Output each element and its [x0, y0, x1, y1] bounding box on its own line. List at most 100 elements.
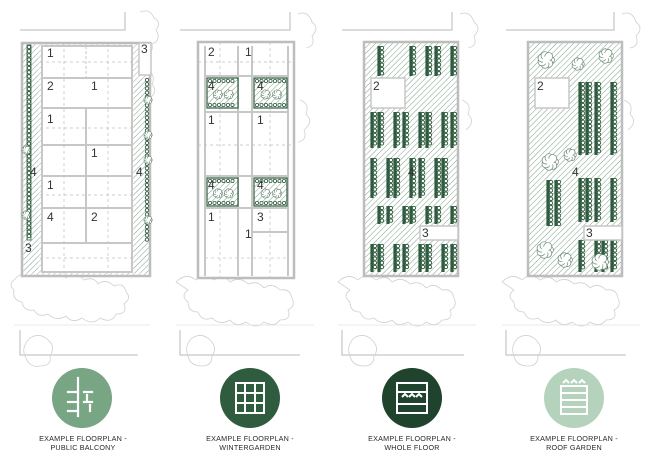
planting-row: [434, 206, 438, 224]
plant-mark: [452, 66, 458, 72]
plant-mark: [277, 178, 282, 183]
plant-mark: [26, 116, 32, 121]
plant-mark: [427, 210, 433, 215]
plant-mark: [26, 196, 32, 201]
room-label: 4: [408, 165, 415, 179]
plant-mark: [372, 116, 378, 121]
planting-row: [409, 158, 413, 198]
plant-mark: [404, 248, 410, 253]
plant-mark: [26, 65, 32, 71]
plant-mark: [596, 123, 602, 129]
plant-mark: [612, 207, 618, 212]
plant-mark: [427, 111, 433, 117]
tree-core: [146, 158, 150, 162]
plant-mark: [259, 178, 264, 183]
plant-mark: [436, 162, 442, 167]
plant-mark: [411, 178, 417, 184]
tree-core: [541, 246, 549, 254]
plant-mark: [436, 174, 442, 179]
plant-mark: [420, 260, 426, 265]
plant-mark: [587, 182, 593, 187]
tree-mark: [260, 188, 271, 199]
plant-mark: [587, 128, 593, 133]
planting-row: [393, 158, 397, 198]
plant-mark: [395, 120, 401, 125]
plant-mark: [596, 198, 602, 204]
plant-mark: [411, 214, 417, 219]
plant-mark: [420, 132, 426, 138]
plant-mark: [388, 187, 394, 192]
plant-mark: [556, 205, 562, 210]
plant-mark: [372, 111, 378, 117]
planting-row: [425, 206, 429, 224]
plant-mark: [26, 179, 32, 184]
plant-mark: [420, 157, 426, 163]
plant-mark: [372, 166, 378, 171]
plant-mark: [612, 248, 618, 253]
plant-mark: [404, 128, 410, 133]
tree-core: [275, 92, 280, 97]
plant-mark: [281, 79, 286, 84]
plant-mark: [411, 210, 417, 215]
tree-core: [542, 56, 550, 64]
plant-mark: [427, 62, 433, 67]
planting-row: [450, 46, 454, 76]
plant-mark: [443, 187, 449, 192]
plant-mark: [580, 252, 586, 257]
plant-mark: [420, 183, 426, 188]
plant-mark: [395, 128, 401, 133]
plant-mark: [411, 62, 417, 67]
plant-mark: [612, 252, 618, 257]
plant-mark: [596, 203, 602, 208]
planting-row: [377, 112, 381, 148]
plant-mark: [395, 187, 401, 192]
room-label: 1: [47, 178, 54, 192]
planting-row: [578, 82, 582, 155]
plant-mark: [216, 200, 221, 205]
tree-mark: [272, 89, 283, 100]
plant-mark: [612, 94, 618, 99]
room-label: 2: [537, 79, 544, 93]
plant-mark: [452, 116, 458, 121]
plant-mark: [372, 183, 378, 188]
plant-mark: [580, 119, 586, 124]
plant-mark: [281, 178, 286, 183]
planting-row: [402, 206, 406, 224]
room-label: 4: [47, 210, 54, 224]
plant-mark: [411, 170, 417, 175]
plant-mark: [548, 188, 554, 193]
plant-mark: [452, 210, 458, 215]
plant-mark: [612, 81, 618, 87]
plant-mark: [452, 137, 458, 142]
plant-mark: [596, 86, 602, 91]
plant-mark: [587, 215, 593, 220]
plant-mark: [612, 177, 618, 183]
plant-mark: [612, 132, 618, 137]
tree-core: [567, 152, 573, 158]
plant-mark: [587, 81, 593, 87]
plant-mark: [388, 157, 394, 163]
plant-mark: [395, 166, 401, 171]
plant-mark: [556, 213, 562, 218]
plant-mark: [580, 186, 586, 191]
plant-mark: [230, 178, 235, 183]
plant-mark: [596, 207, 602, 212]
tree-core: [596, 258, 604, 266]
plant-mark: [388, 218, 394, 223]
planting-row: [554, 180, 558, 226]
plant-mark: [395, 137, 401, 142]
core-room: [419, 225, 459, 241]
plant-mark: [596, 140, 602, 145]
planting-row: [585, 82, 589, 155]
tree-core: [546, 158, 554, 166]
plant-mark: [26, 158, 32, 163]
plant-mark: [612, 256, 618, 261]
tree-core: [263, 191, 268, 196]
plant-mark: [452, 218, 458, 223]
plant-mark: [388, 183, 394, 188]
plant-mark: [144, 237, 150, 242]
plant-mark: [230, 79, 235, 84]
planting-row: [578, 178, 582, 222]
plant-mark: [26, 221, 32, 226]
plant-mark: [580, 211, 586, 216]
